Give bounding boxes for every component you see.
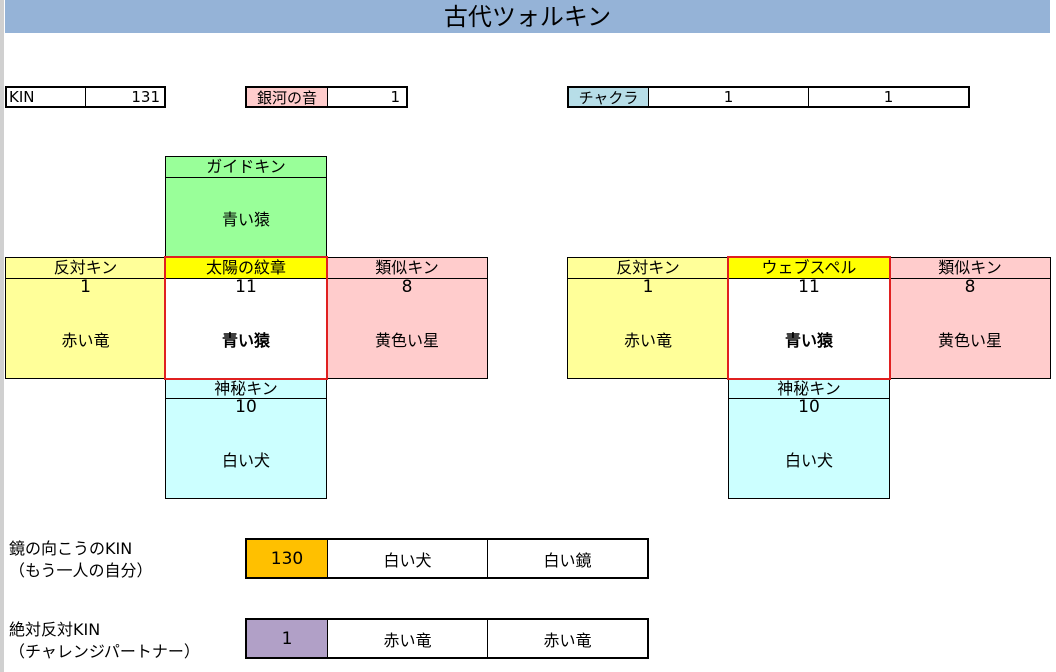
solar-seal-cell[interactable]: 11 青い猿 — [165, 277, 327, 379]
guide-kin-cell[interactable]: 青い猿 — [165, 177, 327, 258]
guide-kin-label: ガイドキン — [165, 156, 327, 178]
right-occult-kin-name: 白い犬 — [784, 451, 833, 470]
mirror-kin-number[interactable]: 130 — [245, 538, 328, 579]
right-antipode-kin-label: 反対キン — [567, 257, 729, 279]
analog-kin-number: 8 — [401, 277, 413, 297]
page-title: 古代ツォルキン — [5, 0, 1050, 33]
right-occult-kin-cell[interactable]: 10 白い犬 — [728, 397, 890, 499]
right-analog-kin-cell[interactable]: 8 黄色い星 — [889, 277, 1051, 379]
analog-kin-label: 類似キン — [326, 257, 488, 279]
analog-kin-cell[interactable]: 8 黄色い星 — [326, 277, 488, 379]
kin-label: KIN — [5, 86, 86, 108]
challenge-kin-wavespell[interactable]: 赤い竜 — [487, 618, 649, 659]
chakra-value-1[interactable]: 1 — [648, 86, 809, 108]
solar-seal-label: 太陽の紋章 — [165, 257, 327, 279]
analog-kin-name: 黄色い星 — [374, 331, 439, 350]
tone-value[interactable]: 1 — [327, 86, 408, 108]
right-analog-kin-label: 類似キン — [889, 257, 1051, 279]
sheet-edge — [0, 0, 4, 672]
mirror-label-line1: 鏡の向こうのKIN — [9, 539, 133, 558]
antipode-kin-label: 反対キン — [5, 257, 166, 279]
mirror-kin-seal[interactable]: 白い犬 — [327, 538, 488, 579]
right-antipode-kin-cell[interactable]: 1 赤い竜 — [567, 277, 729, 379]
challenge-label-line2: （チャレンジパートナー） — [9, 642, 200, 661]
challenge-kin-seal[interactable]: 赤い竜 — [327, 618, 488, 659]
occult-kin-name: 白い犬 — [221, 451, 270, 470]
mirror-kin-wavespell[interactable]: 白い鏡 — [487, 538, 649, 579]
wavespell-name: 青い猿 — [784, 331, 833, 350]
antipode-kin-number: 1 — [80, 277, 91, 297]
right-analog-kin-name: 黄色い星 — [937, 331, 1002, 350]
wavespell-cell[interactable]: 11 青い猿 — [728, 277, 890, 379]
right-occult-kin-label: 神秘キン — [728, 378, 890, 399]
occult-kin-number: 10 — [235, 397, 257, 417]
chakra-label: チャクラ — [567, 86, 649, 108]
antipode-kin-cell[interactable]: 1 赤い竜 — [5, 277, 166, 379]
occult-kin-label: 神秘キン — [165, 378, 327, 399]
wavespell-number: 11 — [798, 277, 820, 297]
tone-label: 銀河の音 — [245, 86, 328, 108]
wavespell-label: ウェブスペル — [728, 257, 890, 279]
challenge-kin-label: 絶対反対KIN （チャレンジパートナー） — [9, 619, 200, 663]
occult-kin-cell[interactable]: 10 白い犬 — [165, 397, 327, 499]
challenge-kin-number[interactable]: 1 — [245, 618, 328, 659]
solar-seal-name: 青い猿 — [221, 331, 270, 350]
right-antipode-kin-name: 赤い竜 — [623, 331, 672, 350]
antipode-kin-name: 赤い竜 — [61, 331, 110, 350]
guide-kin-name: 青い猿 — [221, 210, 270, 229]
mirror-kin-label: 鏡の向こうのKIN （もう一人の自分） — [9, 538, 153, 582]
solar-seal-number: 11 — [235, 277, 257, 297]
kin-value[interactable]: 131 — [85, 86, 166, 108]
mirror-label-line2: （もう一人の自分） — [9, 561, 153, 580]
challenge-label-line1: 絶対反対KIN — [9, 620, 101, 639]
right-occult-kin-number: 10 — [798, 397, 820, 417]
right-analog-kin-number: 8 — [964, 277, 976, 297]
chakra-value-2[interactable]: 1 — [808, 86, 970, 108]
right-antipode-kin-number: 1 — [642, 277, 654, 297]
